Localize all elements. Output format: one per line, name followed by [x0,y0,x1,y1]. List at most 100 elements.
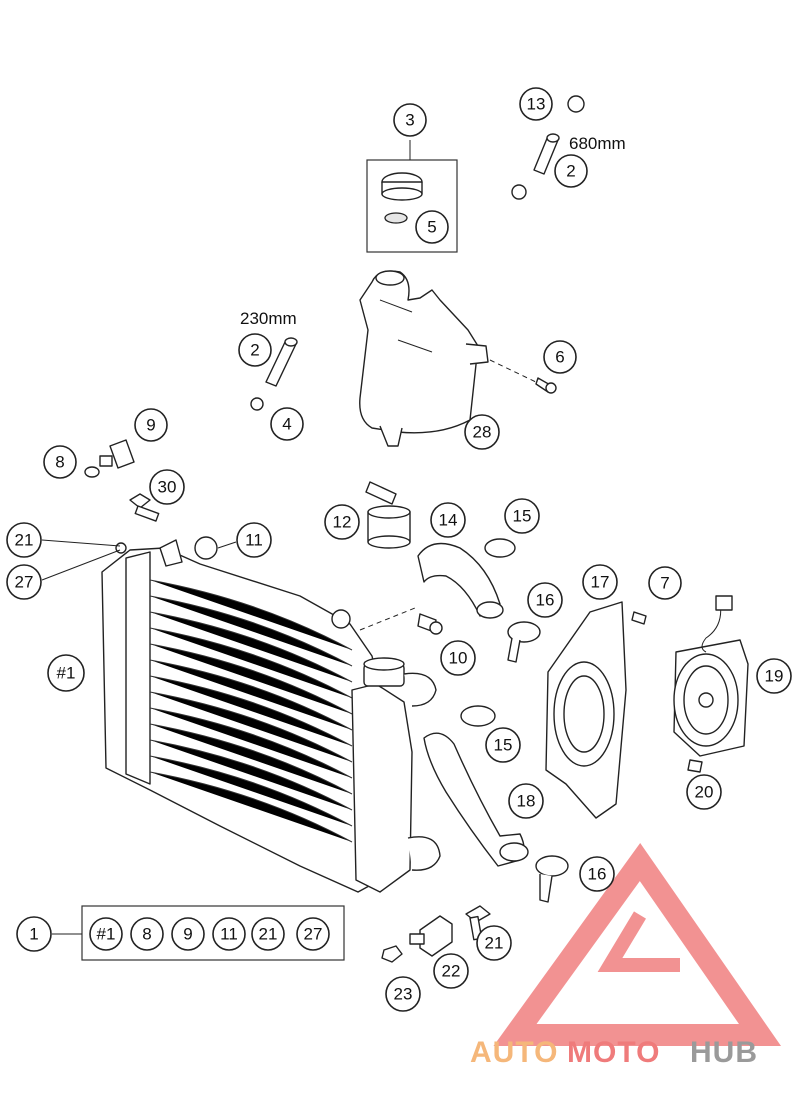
radiator [101,536,441,893]
svg-text:30: 30 [158,478,177,497]
callout-5: 5 [415,210,449,244]
svg-text:13: 13 [527,95,546,114]
temperature-sensor [84,439,135,478]
watermark-logo [493,842,782,1046]
svg-text:21: 21 [15,531,34,550]
svg-text:23: 23 [394,985,413,1004]
hose-clamp-15a [484,538,516,558]
fan-shroud [545,601,627,819]
callout-18: 18 [508,783,544,819]
bolt-10 [417,613,443,635]
svg-text:21: 21 [485,934,504,953]
svg-text:22: 22 [442,962,461,981]
svg-text:HUB: HUB [690,1036,758,1069]
bolt-7 [631,611,647,625]
svg-text:15: 15 [494,736,513,755]
callout-20: 20 [686,774,722,810]
kit-contents-box [81,905,345,961]
callout-23: 23 [385,976,421,1012]
svg-text:27: 27 [15,573,34,592]
svg-text:11: 11 [220,925,238,944]
callout-28: 28 [464,414,500,450]
callout-2-lower: 2 [238,333,272,367]
kit-item-9: 9 [171,917,205,951]
callout-3: 3 [393,103,427,137]
callout-10: 10 [440,640,476,676]
hose-230mm [250,337,298,411]
svg-text:11: 11 [245,531,263,550]
svg-text:18: 18 [517,792,536,811]
svg-text:3: 3 [405,111,414,130]
radiator-hose-14 [417,542,504,619]
callout-27-upper: 27 [6,564,42,600]
callout-16-upper: 16 [527,582,563,618]
bolt-30 [129,493,160,522]
callout-11: 11 [236,522,272,558]
svg-text:4: 4 [282,415,291,434]
svg-text:20: 20 [695,783,714,802]
kit-item-radiator: #1 [89,917,123,951]
svg-text:27: 27 [304,925,323,944]
radiator-cap-12 [365,481,411,549]
hose-clamp-15b [460,705,496,727]
hose-upper-length: 680mm [569,134,626,153]
svg-text:17: 17 [591,573,610,592]
svg-text:9: 9 [146,416,155,435]
svg-text:2: 2 [566,162,575,181]
bolt-6 [535,377,557,394]
svg-text:#1: #1 [97,925,116,944]
bolt-20 [687,759,703,773]
callout-22: 22 [433,953,469,989]
radiator-fins [149,579,353,843]
callout-30: 30 [149,469,185,505]
svg-text:9: 9 [183,925,192,944]
callout-17: 17 [582,564,618,600]
nut-23 [381,945,403,963]
hose-680mm [511,95,585,200]
svg-text:14: 14 [439,511,458,530]
svg-text:15: 15 [513,507,532,526]
kit-item-27: 27 [296,917,330,951]
cooling-fan [673,595,749,757]
callout-14: 14 [430,502,466,538]
svg-text:MOTO: MOTO [567,1036,660,1069]
callout-19: 19 [756,658,792,694]
kit-item-8: 8 [130,917,164,951]
svg-text:16: 16 [536,591,555,610]
svg-text:2: 2 [250,341,259,360]
callout-2-upper: 2 [554,154,588,188]
callout-1: 1 [16,916,52,952]
svg-text:21: 21 [259,925,278,944]
expansion-tank [359,270,489,447]
svg-text:19: 19 [765,667,784,686]
svg-text:12: 12 [333,513,352,532]
callout-12: 12 [324,504,360,540]
radiator-hose-18 [423,732,529,867]
leader-lines [41,539,237,581]
svg-text:7: 7 [660,574,669,593]
callout-7: 7 [648,566,682,600]
svg-text:AUTO: AUTO [470,1036,558,1069]
callout-21-lower: 21 [476,925,512,961]
tank-cap [381,172,423,224]
callout-radiator: #1 [47,654,85,692]
svg-text:10: 10 [449,649,468,668]
svg-text:5: 5 [427,218,436,237]
cap-group-box [366,159,458,253]
svg-text:#1: #1 [57,664,76,683]
hose-clamp-16b [535,855,569,903]
svg-text:8: 8 [142,925,151,944]
hose-lower-length: 230mm [240,309,297,328]
svg-text:28: 28 [473,423,492,442]
kit-item-21: 21 [251,917,285,951]
svg-text:1: 1 [29,925,38,944]
callout-15-upper: 15 [504,498,540,534]
svg-text:8: 8 [55,453,64,472]
kit-item-11: 11 [212,917,246,951]
callout-13: 13 [519,87,553,121]
callout-4: 4 [270,407,304,441]
svg-text:16: 16 [588,865,607,884]
rubber-mount-22 [409,915,453,957]
hose-clamp-16a [507,621,541,663]
